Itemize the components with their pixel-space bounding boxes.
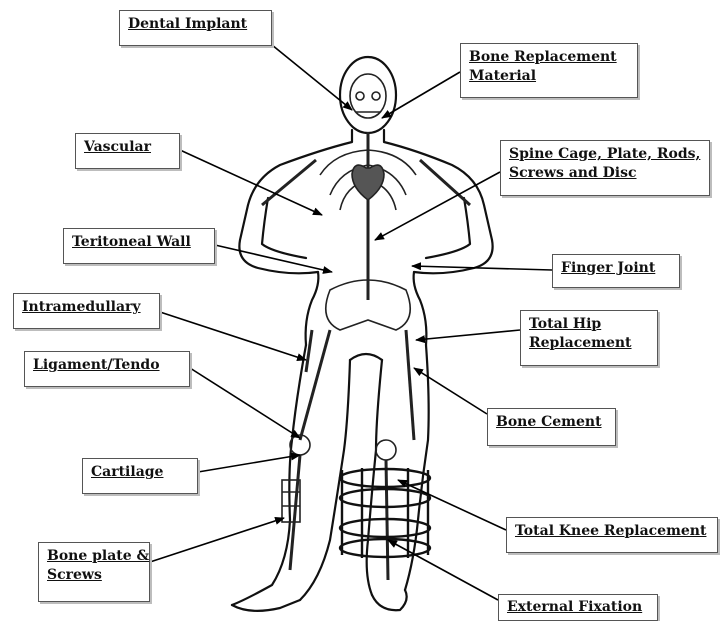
skeleton-details — [262, 74, 470, 580]
ligament-pointer — [190, 368, 300, 438]
label-text: Finger Joint — [561, 259, 671, 278]
cartilage-pointer — [198, 455, 300, 472]
label-ligament: Ligament/Tendo — [24, 351, 190, 387]
label-text: Spine Cage, Plate, Rods, — [509, 145, 701, 164]
dental-implant-pointer — [272, 45, 352, 110]
label-text: Teritoneal Wall — [72, 233, 206, 252]
label-text: Dental Implant — [128, 15, 263, 34]
label-cartilage: Cartilage — [82, 458, 198, 494]
label-spine: Spine Cage, Plate, Rods, Screws and Disc — [500, 140, 710, 196]
label-text: Screws — [47, 566, 141, 585]
spine-pointer — [375, 172, 500, 240]
label-teritoneal-wall: Teritoneal Wall — [63, 228, 215, 264]
total-hip-pointer — [416, 330, 520, 340]
label-bone-replacement-material: Bone Replacement Material — [460, 43, 638, 98]
label-text: Bone Replacement — [469, 48, 629, 67]
label-total-hip: Total Hip Replacement — [520, 310, 658, 366]
label-external-fixation: External Fixation — [498, 594, 658, 621]
label-text: Cartilage — [91, 463, 189, 482]
label-finger-joint: Finger Joint — [552, 254, 680, 288]
label-text: Vascular — [84, 138, 171, 157]
label-bone-plate: Bone plate & Screws — [38, 542, 150, 602]
label-total-knee: Total Knee Replacement — [506, 517, 718, 553]
label-text: Ligament/Tendo — [33, 356, 181, 375]
bone-cement-pointer — [414, 368, 487, 414]
label-text: External Fixation — [507, 598, 649, 617]
finger-joint-pointer — [412, 266, 552, 270]
label-text: Total Knee Replacement — [515, 522, 709, 541]
label-text: Intramedullary — [22, 298, 151, 317]
label-text: Bone plate & — [47, 547, 141, 566]
label-text: Replacement — [529, 334, 649, 353]
label-text: Screws and Disc — [509, 164, 701, 183]
label-bone-cement: Bone Cement — [487, 408, 616, 446]
label-vascular: Vascular — [75, 133, 180, 169]
label-text: Bone Cement — [496, 413, 607, 432]
label-text: Material — [469, 67, 629, 86]
bone-plate-pointer — [150, 518, 284, 562]
leader-lines — [150, 45, 552, 600]
label-intramedullary: Intramedullary — [13, 293, 160, 329]
vascular-pointer — [180, 150, 322, 215]
label-text: Total Hip — [529, 315, 649, 334]
label-dental-implant: Dental Implant — [119, 10, 272, 46]
